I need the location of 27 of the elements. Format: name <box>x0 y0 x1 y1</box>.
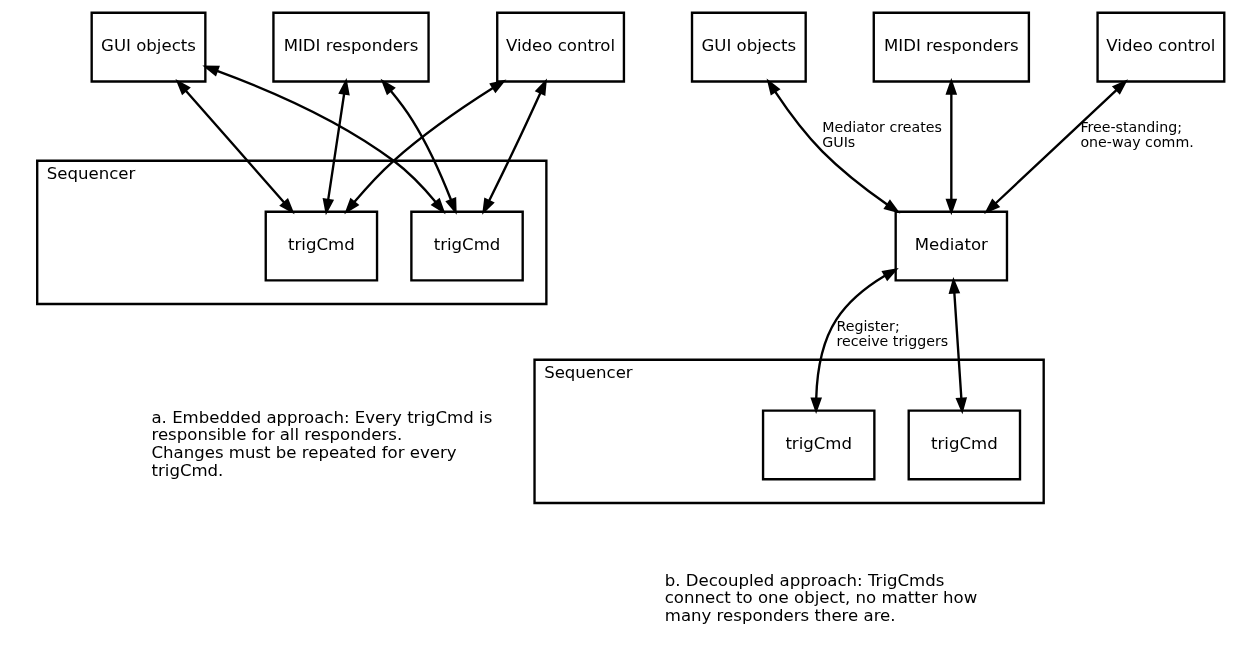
node-box: Mediator <box>894 210 1008 282</box>
arrow <box>481 78 547 215</box>
edge-label: Free-standing; one-way comm. <box>1079 118 1194 151</box>
arrow <box>322 78 350 216</box>
arrow <box>201 65 446 215</box>
arrow <box>766 78 900 214</box>
arrow <box>174 78 295 215</box>
node-box: trigCmd <box>761 409 876 481</box>
node-box: MIDI responders <box>271 11 430 83</box>
edge-label: Mediator creates GUIs <box>821 118 942 151</box>
node-box: Video control <box>495 11 625 83</box>
label: a. Embedded approach: Every trigCmd is responsible for all responders. Changes must be repeated for every trigCmd. <box>150 407 492 480</box>
node-box: Video control <box>1095 11 1225 83</box>
node-box: trigCmd <box>409 210 524 282</box>
node-box: GUI objects <box>690 11 807 83</box>
label: b. Decoupled approach: TrigCmds connect to one object, no matter how many responders there are. <box>664 570 977 626</box>
edge-label: Register; receive triggers <box>835 317 948 350</box>
node-box: trigCmd <box>264 210 378 282</box>
arrow <box>948 277 967 415</box>
arrow <box>945 78 957 216</box>
arrow <box>983 79 1128 215</box>
arrow <box>343 79 506 215</box>
node-box: GUI objects <box>90 11 207 83</box>
node-box: trigCmd <box>907 409 1021 481</box>
node-box: MIDI responders <box>872 11 1030 83</box>
arrow <box>380 78 457 215</box>
arrow <box>809 267 899 415</box>
